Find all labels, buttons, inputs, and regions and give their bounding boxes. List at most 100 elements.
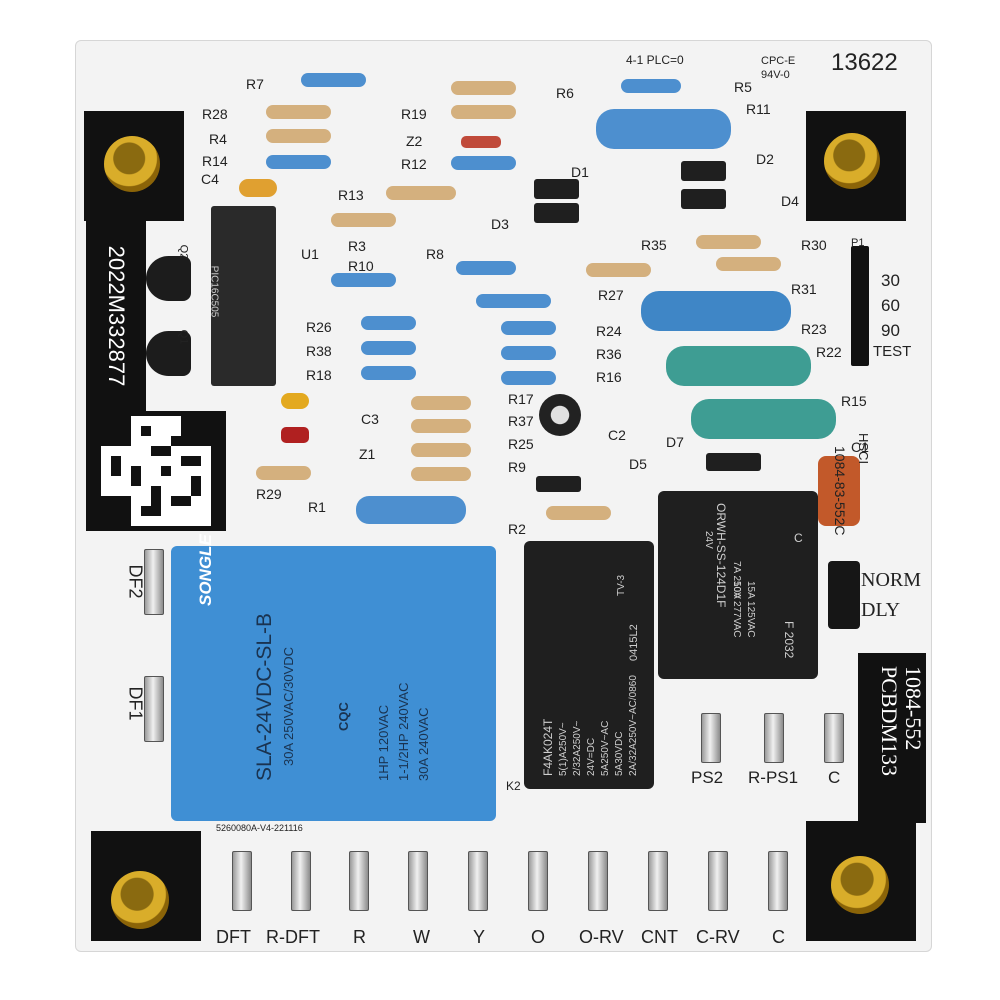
- relay-k2-rating5: 5A30VDC: [614, 731, 625, 776]
- jumper-60-label: 60: [881, 296, 900, 315]
- cert-label: CPC-E: [761, 55, 796, 67]
- relay-right: [658, 491, 818, 679]
- relay-k2-rating3: 24V=DC: [586, 737, 597, 776]
- terminal-r-dft[interactable]: [291, 851, 311, 911]
- label-r5: R5: [734, 79, 752, 95]
- label-p1: P1: [851, 237, 865, 249]
- label-r31: R31: [791, 281, 817, 297]
- label-r17: R17: [508, 391, 534, 407]
- label-r7: R7: [246, 76, 264, 92]
- resistor-r1: [356, 496, 466, 524]
- resistor-r18: [361, 366, 416, 380]
- terminal-r[interactable]: [349, 851, 369, 911]
- label-r9: R9: [508, 459, 526, 475]
- label-z1: Z1: [359, 446, 376, 462]
- label-r37: R37: [508, 413, 534, 429]
- resistor-r-unlabeled: [476, 294, 551, 308]
- terminal-df1[interactable]: [144, 676, 164, 742]
- label-r27: R27: [598, 287, 624, 303]
- terminal-dft[interactable]: [232, 851, 252, 911]
- label-d4: D4: [781, 193, 799, 209]
- resistor-r38: [361, 341, 416, 355]
- label-d1: D1: [571, 164, 589, 180]
- terminal-c-bottom[interactable]: [768, 851, 788, 911]
- terminal-ps2[interactable]: [701, 713, 721, 763]
- label-r22: R22: [816, 344, 842, 360]
- relay-blue-songle: [171, 546, 496, 821]
- label-r19: R19: [401, 106, 427, 122]
- date-code-strip: [86, 221, 146, 411]
- label-c4: C4: [201, 171, 219, 187]
- terminal-o[interactable]: [528, 851, 548, 911]
- jumper-test-label: TEST: [873, 343, 912, 360]
- relay-blue-rating: 30A 250VAC/30VDC: [281, 647, 296, 766]
- terminal-o-label: O: [531, 927, 546, 947]
- mode-switch[interactable]: [828, 561, 860, 629]
- relay-blue-cqc: CQC: [336, 702, 351, 731]
- terminal-r-label: R: [353, 927, 366, 947]
- side-code: 1084-83-552C: [832, 446, 848, 536]
- terminal-cnt[interactable]: [648, 851, 668, 911]
- relay-k2-tv: TV-3: [616, 574, 627, 596]
- terminal-r-ps1-label: R-PS1: [748, 768, 799, 787]
- label-r1: R1: [308, 499, 326, 515]
- terminal-w[interactable]: [408, 851, 428, 911]
- terminal-c-right[interactable]: [824, 713, 844, 763]
- label-c1: C1: [851, 439, 869, 455]
- label-r10: R10: [348, 258, 374, 274]
- jumper-header-p1[interactable]: [851, 246, 869, 366]
- terminal-cnt-label: CNT: [641, 927, 678, 947]
- resistor-r31: [716, 257, 781, 271]
- resistor-r3: [331, 213, 396, 227]
- capacitor-c4: [239, 179, 277, 197]
- label-r12: R12: [401, 156, 427, 172]
- zener-red: [281, 427, 309, 443]
- terminal-ps2-label: PS2: [691, 768, 724, 787]
- label-d2: D2: [756, 151, 774, 167]
- terminal-y[interactable]: [468, 851, 488, 911]
- terminal-w-label: W: [413, 927, 430, 947]
- terminal-c-bottom-label: C: [772, 927, 785, 947]
- label-r6: R6: [556, 85, 574, 101]
- label-z2: Z2: [406, 133, 423, 149]
- microcontroller-u1: [211, 206, 276, 386]
- label-r11: R11: [746, 101, 771, 117]
- jumper-90-label: 90: [881, 321, 900, 340]
- relay-k2-rating6: 2A/32A250V~AC/0860: [628, 675, 639, 776]
- qr-code: [101, 416, 211, 526]
- terminal-y-label: Y: [473, 927, 486, 947]
- ic-label: PIC16C505: [208, 265, 220, 318]
- label-c2: C2: [608, 427, 626, 443]
- terminal-c-rv[interactable]: [708, 851, 728, 911]
- terminal-r-ps1[interactable]: [764, 713, 784, 763]
- transistor-q2: [146, 256, 191, 301]
- label-q1: Q1: [177, 329, 190, 345]
- resistor-r16: [501, 371, 556, 385]
- resistor-r6: [451, 81, 516, 95]
- diode-d1: [534, 179, 579, 199]
- label-r3: R3: [348, 238, 366, 254]
- pcb-board: 2022M332877 4-1 PLC=0 CPC-E 94V-0 13622 …: [75, 40, 932, 952]
- terminal-o-rv[interactable]: [588, 851, 608, 911]
- relay-k2-rating4: 5A250V~AC: [600, 720, 611, 776]
- cert-grade-label: 94V-0: [761, 69, 790, 81]
- terminal-dft-label: DFT: [216, 927, 251, 947]
- hsci-label: HSCI: [856, 433, 871, 465]
- resistor-r12: [451, 156, 516, 170]
- label-r25: R25: [508, 436, 534, 452]
- label-r26: R26: [306, 319, 332, 335]
- label-d5: D5: [629, 456, 647, 472]
- label-r8: R8: [426, 246, 444, 262]
- relay-blue-amp: 30A 240VAC: [416, 707, 431, 781]
- resistor-r9: [411, 467, 471, 481]
- part-number-vertical: 1084-552: [901, 666, 926, 751]
- switch-norm-label: NORM: [861, 569, 922, 591]
- label-q2: Q2: [177, 244, 190, 260]
- terminal-c-right-label: C: [828, 768, 841, 787]
- resistor-r35: [696, 235, 761, 249]
- resistor-r29: [256, 466, 311, 480]
- terminal-df2[interactable]: [144, 549, 164, 615]
- terminal-c-rv-label: C-RV: [696, 927, 740, 947]
- resistor-r24: [501, 321, 556, 335]
- label-r15: R15: [841, 393, 867, 409]
